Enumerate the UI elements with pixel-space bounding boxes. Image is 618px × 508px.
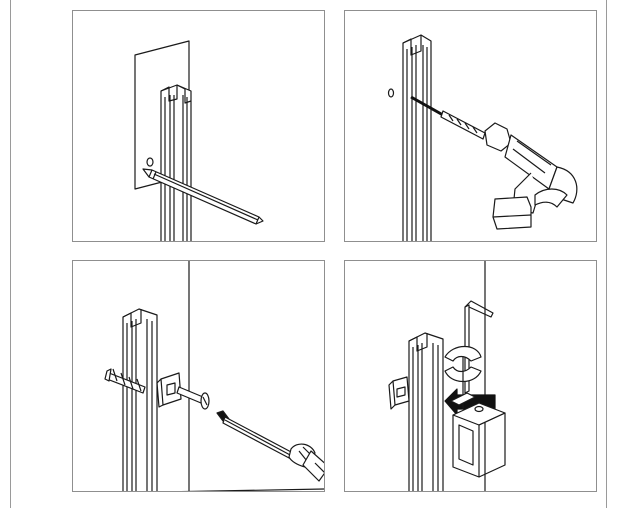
step-2-panel-drill-hole bbox=[344, 10, 597, 242]
bracket-icon bbox=[156, 372, 182, 408]
power-drill-icon bbox=[484, 122, 578, 230]
step-3-illustration bbox=[104, 261, 324, 491]
step-1-panel-mark-wall bbox=[72, 10, 325, 242]
step-2-illustration bbox=[387, 34, 578, 241]
margin-line-right bbox=[606, 0, 607, 508]
mark-hole bbox=[146, 157, 154, 167]
floor-line bbox=[181, 488, 324, 491]
clamp-block-icon bbox=[452, 402, 506, 478]
drilled-hole bbox=[387, 88, 395, 98]
rail-clip-icon bbox=[388, 376, 410, 410]
pencil-icon bbox=[142, 168, 264, 225]
step-4-illustration bbox=[388, 261, 506, 491]
margin-line-left bbox=[10, 0, 11, 508]
screw-icon bbox=[176, 386, 210, 410]
step-1-illustration bbox=[134, 40, 264, 241]
wall-plug-icon bbox=[104, 368, 146, 394]
step-4-panel-attach-clamp bbox=[344, 260, 597, 492]
step-3-panel-screw-bracket bbox=[72, 260, 325, 492]
wing-bolt-icon bbox=[444, 345, 482, 409]
screwdriver-icon bbox=[216, 410, 324, 482]
drill-bit bbox=[410, 95, 486, 140]
